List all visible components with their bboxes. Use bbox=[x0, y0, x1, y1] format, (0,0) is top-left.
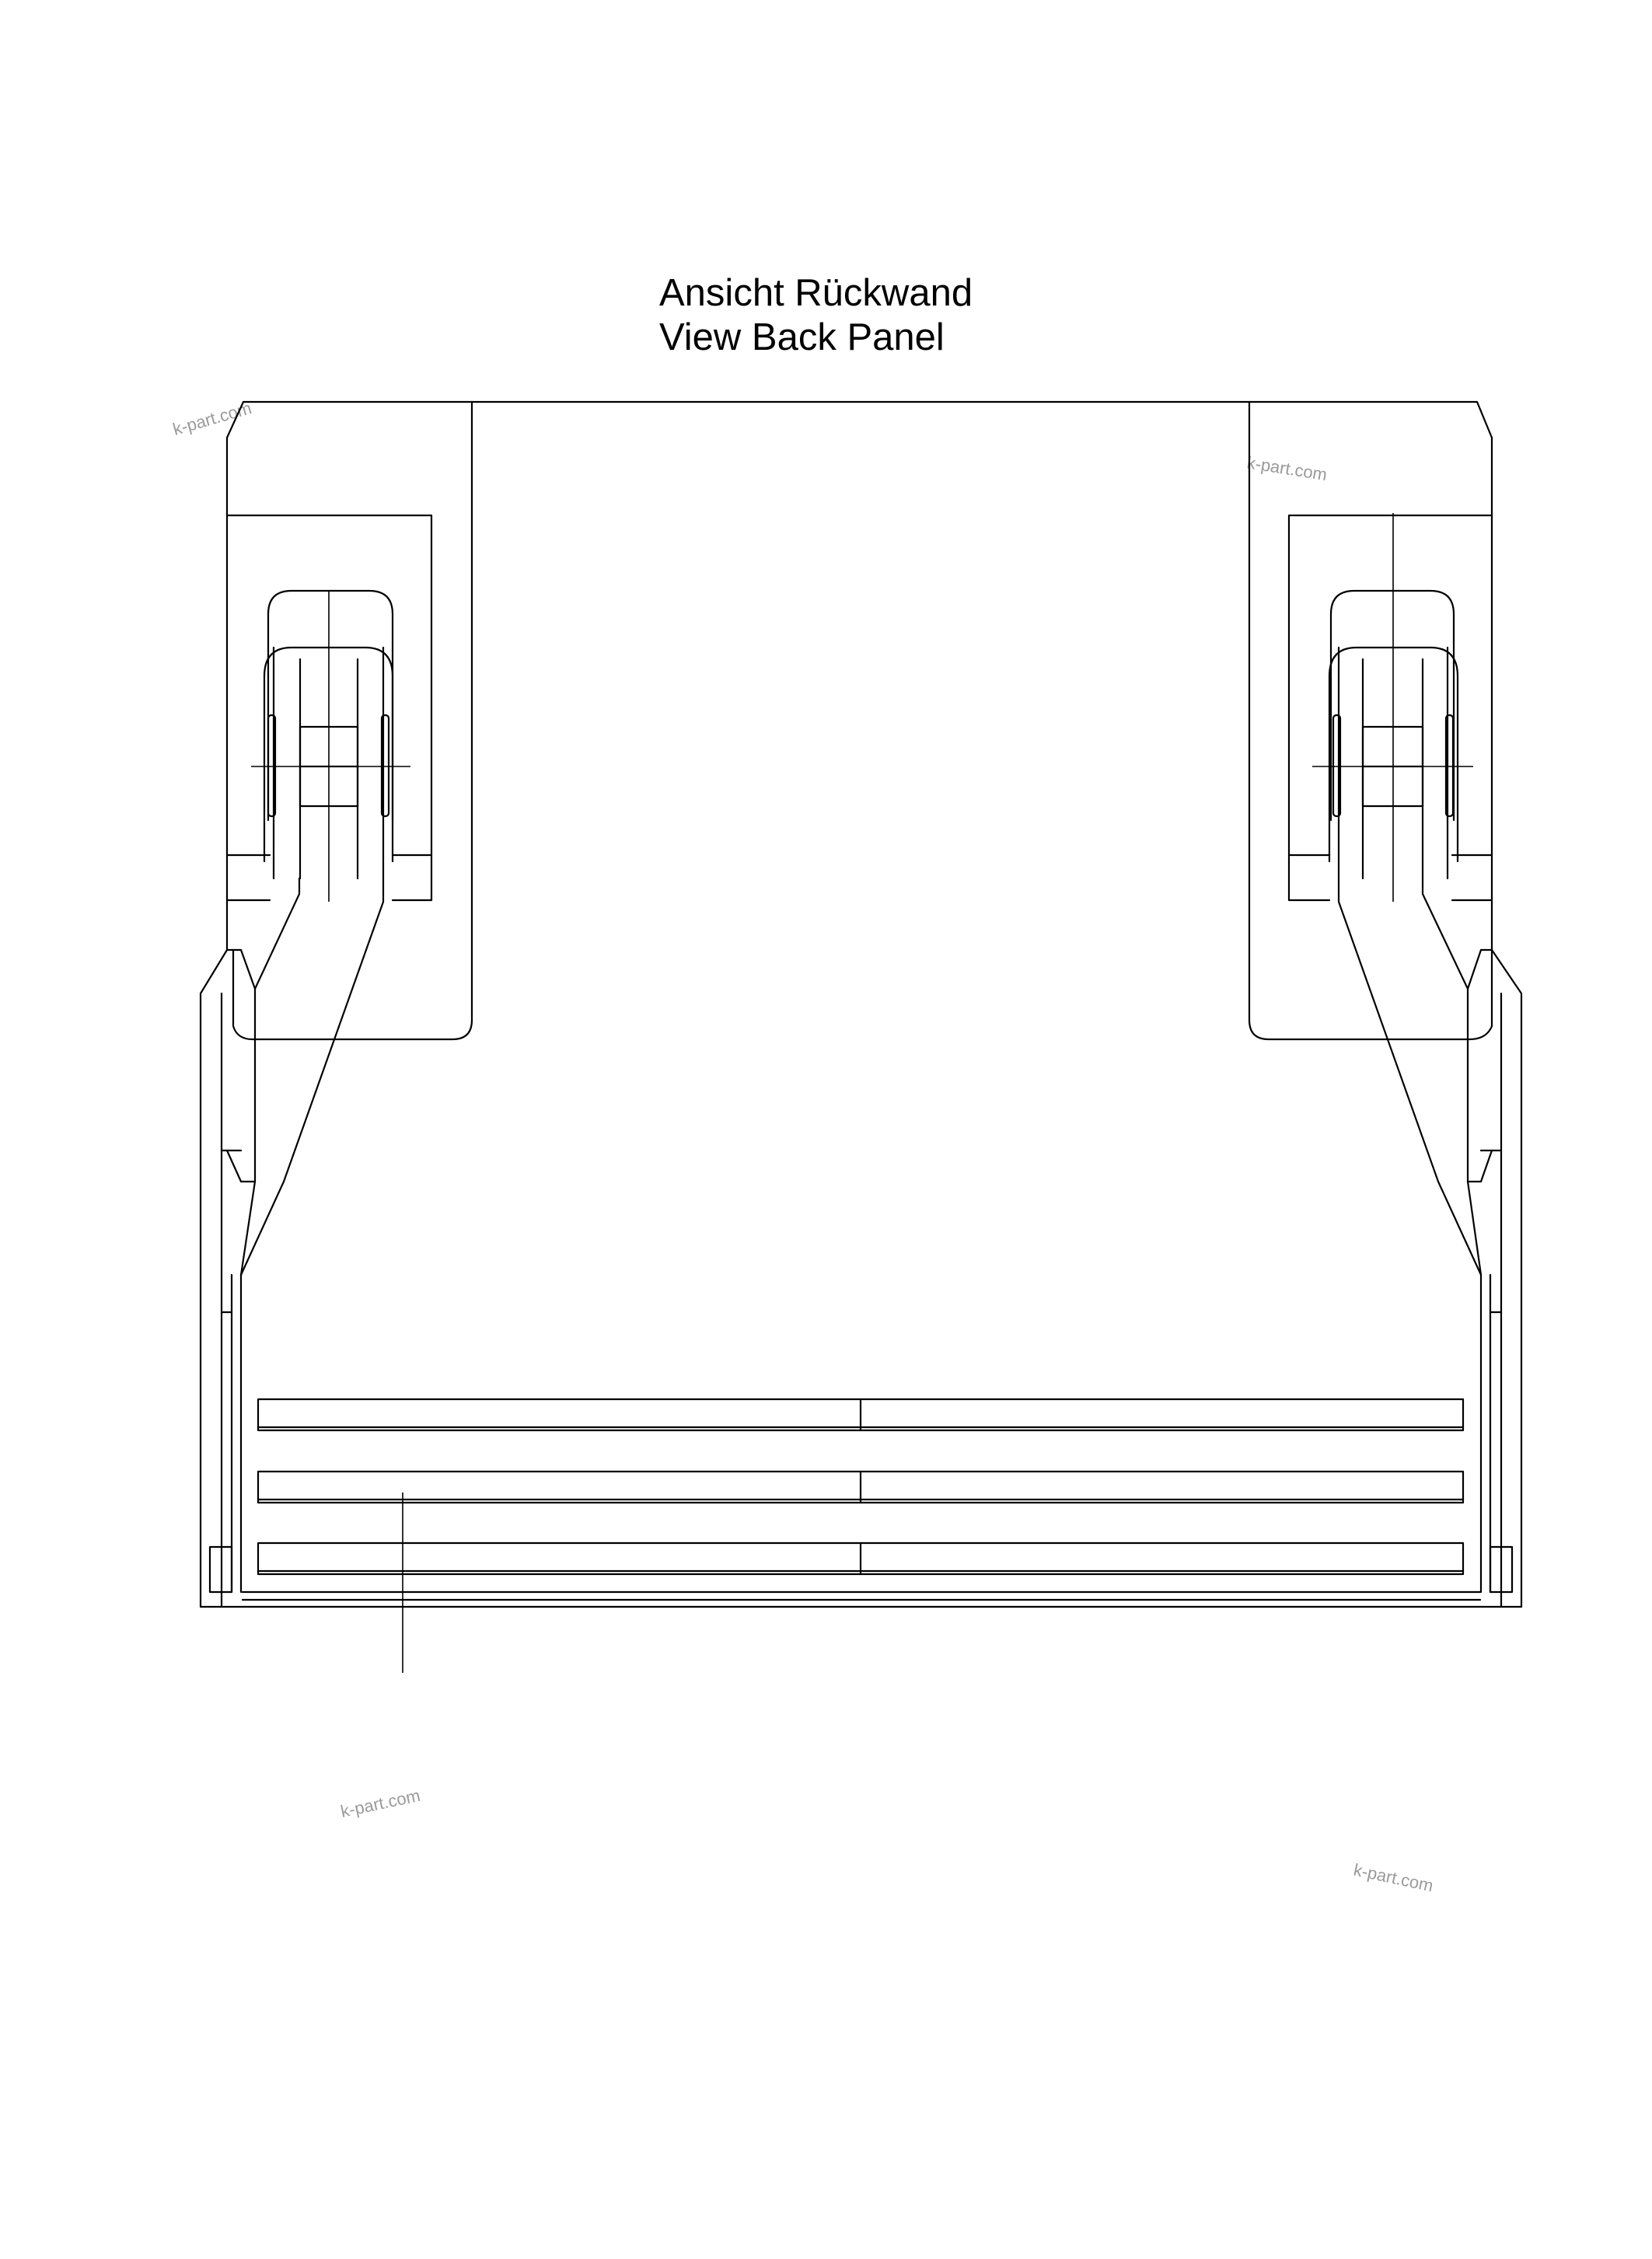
drawing-title-line1: Ansicht Rückwand bbox=[659, 272, 973, 314]
watermark: k-part.com bbox=[339, 1786, 422, 1821]
watermark: k-part.com bbox=[170, 398, 253, 439]
right-top-plate bbox=[1248, 400, 1493, 1041]
left-hinge bbox=[208, 589, 410, 1594]
right-hinge bbox=[1312, 513, 1514, 1594]
left-top-plate bbox=[225, 400, 473, 1041]
drawing-title-line2: View Back Panel bbox=[659, 316, 945, 358]
watermark: k-part.com bbox=[1245, 452, 1329, 484]
watermark: k-part.com bbox=[1352, 1859, 1435, 1895]
bottom-slats bbox=[257, 1398, 1465, 1576]
